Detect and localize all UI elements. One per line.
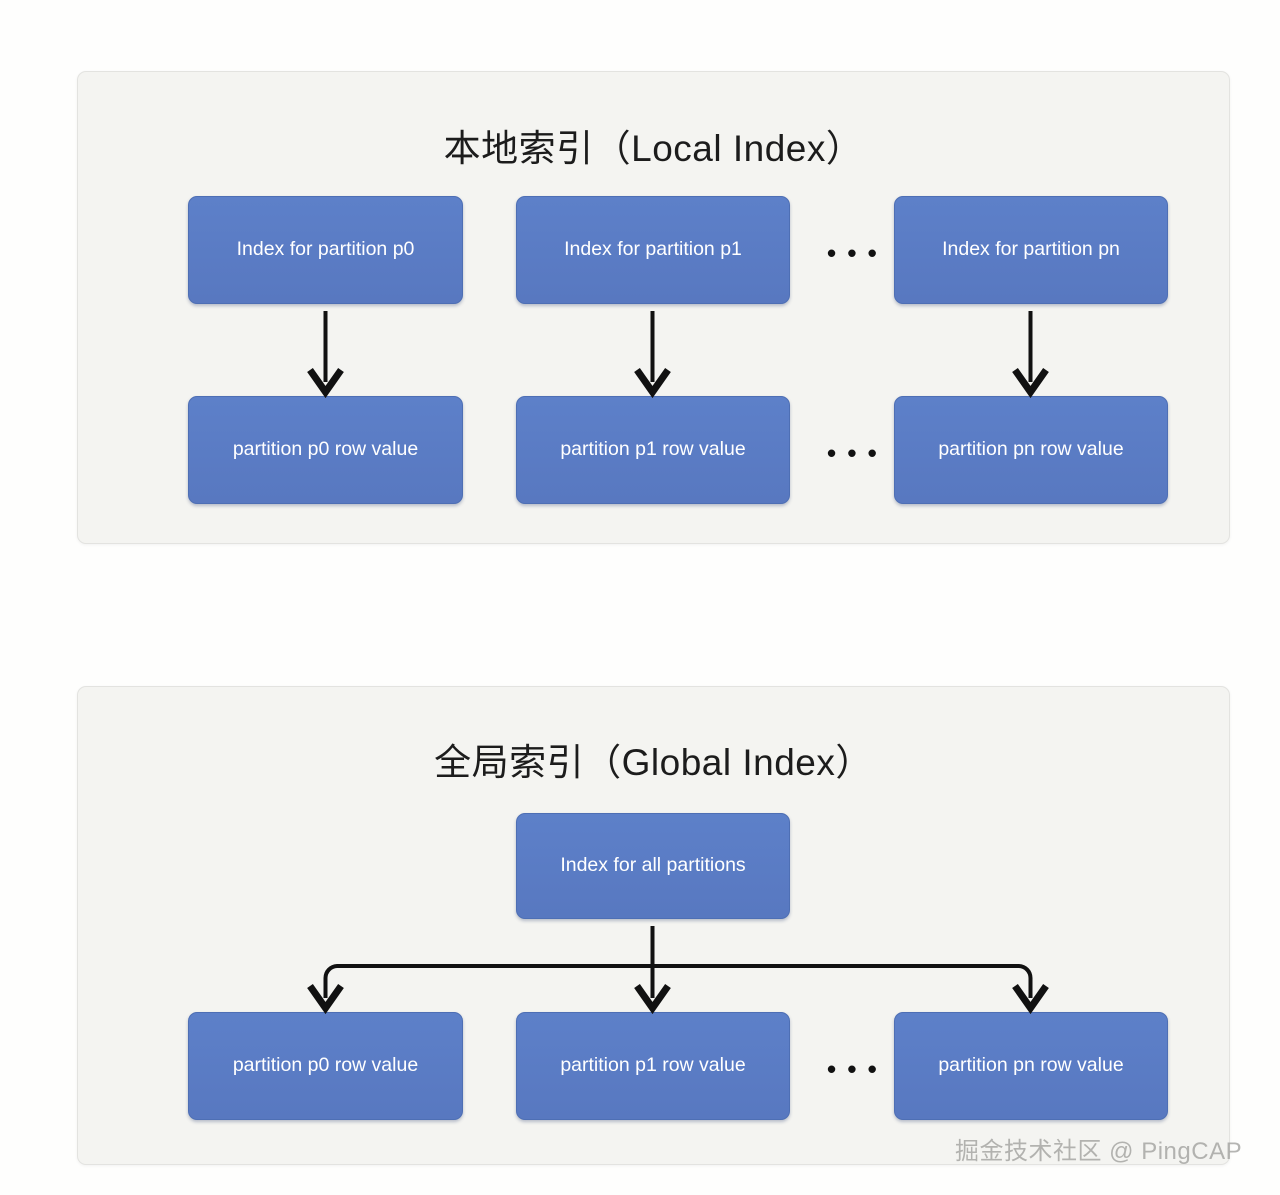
node-index-partition-p0[interactable]: Index for partition p0: [188, 196, 463, 304]
node-partition-p0-row-value-global[interactable]: partition p0 row value: [188, 1012, 463, 1120]
node-index-partition-p1[interactable]: Index for partition p1: [516, 196, 790, 304]
ellipsis-local-value-row: • • •: [827, 438, 879, 468]
node-index-partition-pn[interactable]: Index for partition pn: [894, 196, 1168, 304]
node-partition-p1-row-value-local[interactable]: partition p1 row value: [516, 396, 790, 504]
panel-global-index-title: 全局索引（Global Index）: [434, 742, 873, 783]
watermark-text: 掘金技术社区 @ PingCAP: [955, 1138, 1243, 1165]
ellipsis-local-index-row: • • •: [827, 238, 879, 268]
node-partition-p0-row-value-local[interactable]: partition p0 row value: [188, 396, 463, 504]
ellipsis-global-value-row: • • •: [827, 1054, 879, 1084]
node-partition-pn-row-value-global[interactable]: partition pn row value: [894, 1012, 1168, 1120]
node-partition-pn-row-value-local[interactable]: partition pn row value: [894, 396, 1168, 504]
panel-local-index-title: 本地索引（Local Index）: [443, 128, 864, 169]
node-partition-p1-row-value-global[interactable]: partition p1 row value: [516, 1012, 790, 1120]
node-index-for-all-partitions[interactable]: Index for all partitions: [516, 813, 790, 919]
